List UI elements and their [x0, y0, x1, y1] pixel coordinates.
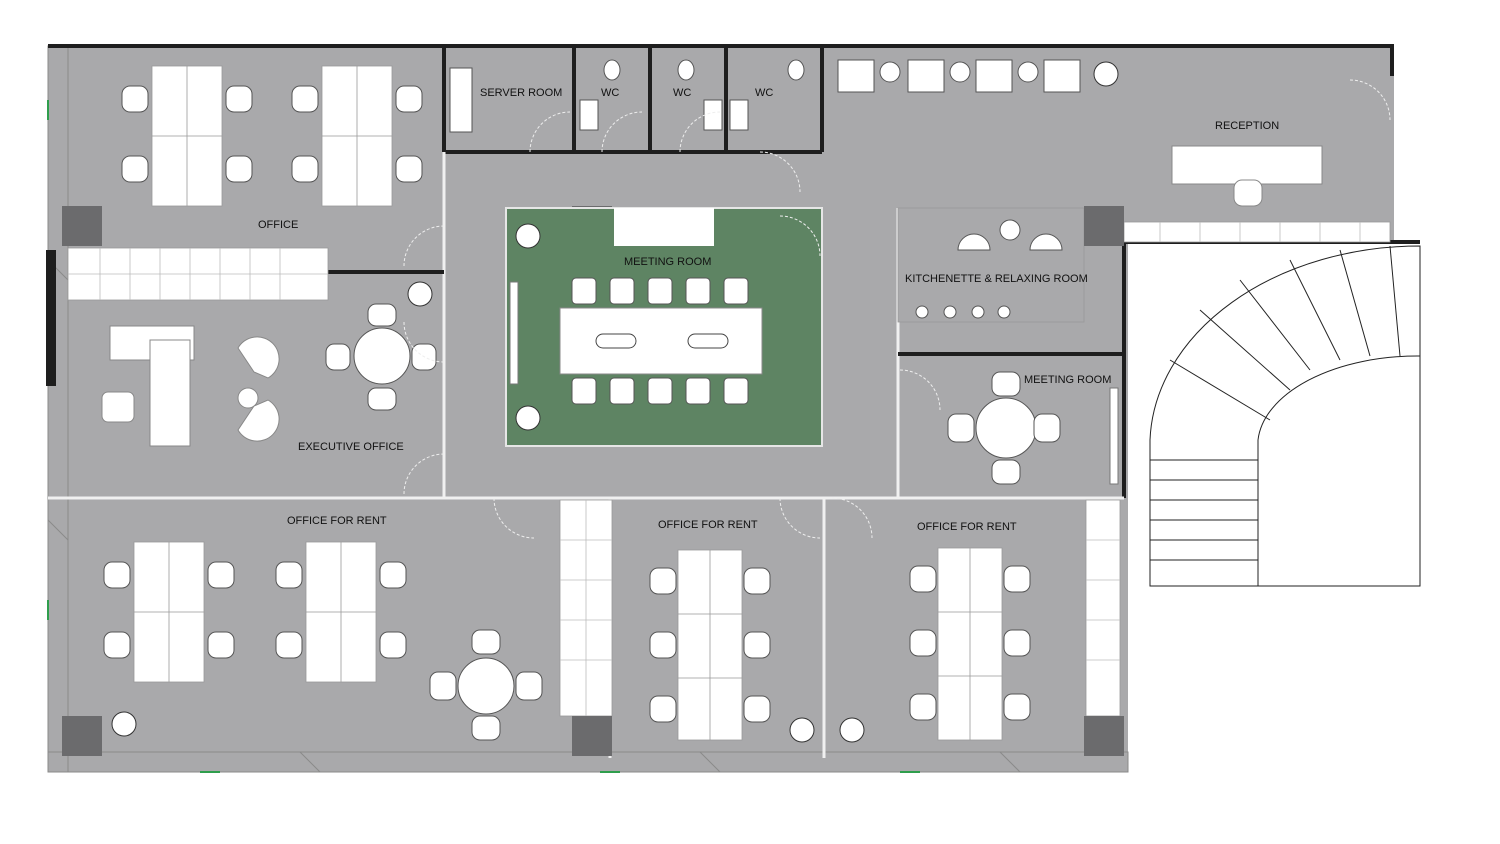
label-wc-2: WC	[673, 87, 691, 99]
reception-desk	[1171, 145, 1323, 207]
room-labels: OFFICE SERVER ROOM WC WC WC RECEPTION ME…	[258, 87, 1279, 533]
office-chairs	[103, 85, 1031, 723]
label-meeting-room-main: MEETING ROOM	[624, 256, 711, 268]
label-office-for-rent-2: OFFICE FOR RENT	[658, 519, 758, 531]
label-office-for-rent-3: OFFICE FOR RENT	[917, 521, 1017, 533]
kitchenette-furniture	[915, 219, 1063, 319]
executive-desk	[101, 325, 280, 447]
label-wc-3: WC	[755, 87, 773, 99]
meeting-table	[559, 307, 763, 375]
av-cabinet	[614, 208, 714, 246]
round-tables	[325, 303, 1061, 741]
door-swings	[403, 79, 1391, 539]
label-meeting-room-small: MEETING ROOM	[1024, 374, 1111, 386]
tv-screen-small	[1109, 387, 1119, 485]
potted-plant-icons	[111, 61, 1119, 743]
label-office-for-rent-1: OFFICE FOR RENT	[287, 515, 387, 527]
label-office: OFFICE	[258, 219, 298, 231]
spiral-staircase-icon	[1149, 245, 1421, 587]
label-server-room: SERVER ROOM	[480, 87, 562, 99]
tv-screen	[509, 281, 519, 385]
lounge-seating	[837, 59, 1081, 93]
meeting-chairs	[571, 277, 749, 405]
toilet-icons	[449, 59, 805, 133]
label-reception: RECEPTION	[1215, 120, 1279, 132]
label-kitchenette: KITCHENETTE & RELAXING ROOM	[905, 273, 1088, 285]
label-wc-1: WC	[601, 87, 619, 99]
label-executive-office: EXECUTIVE OFFICE	[298, 441, 404, 453]
